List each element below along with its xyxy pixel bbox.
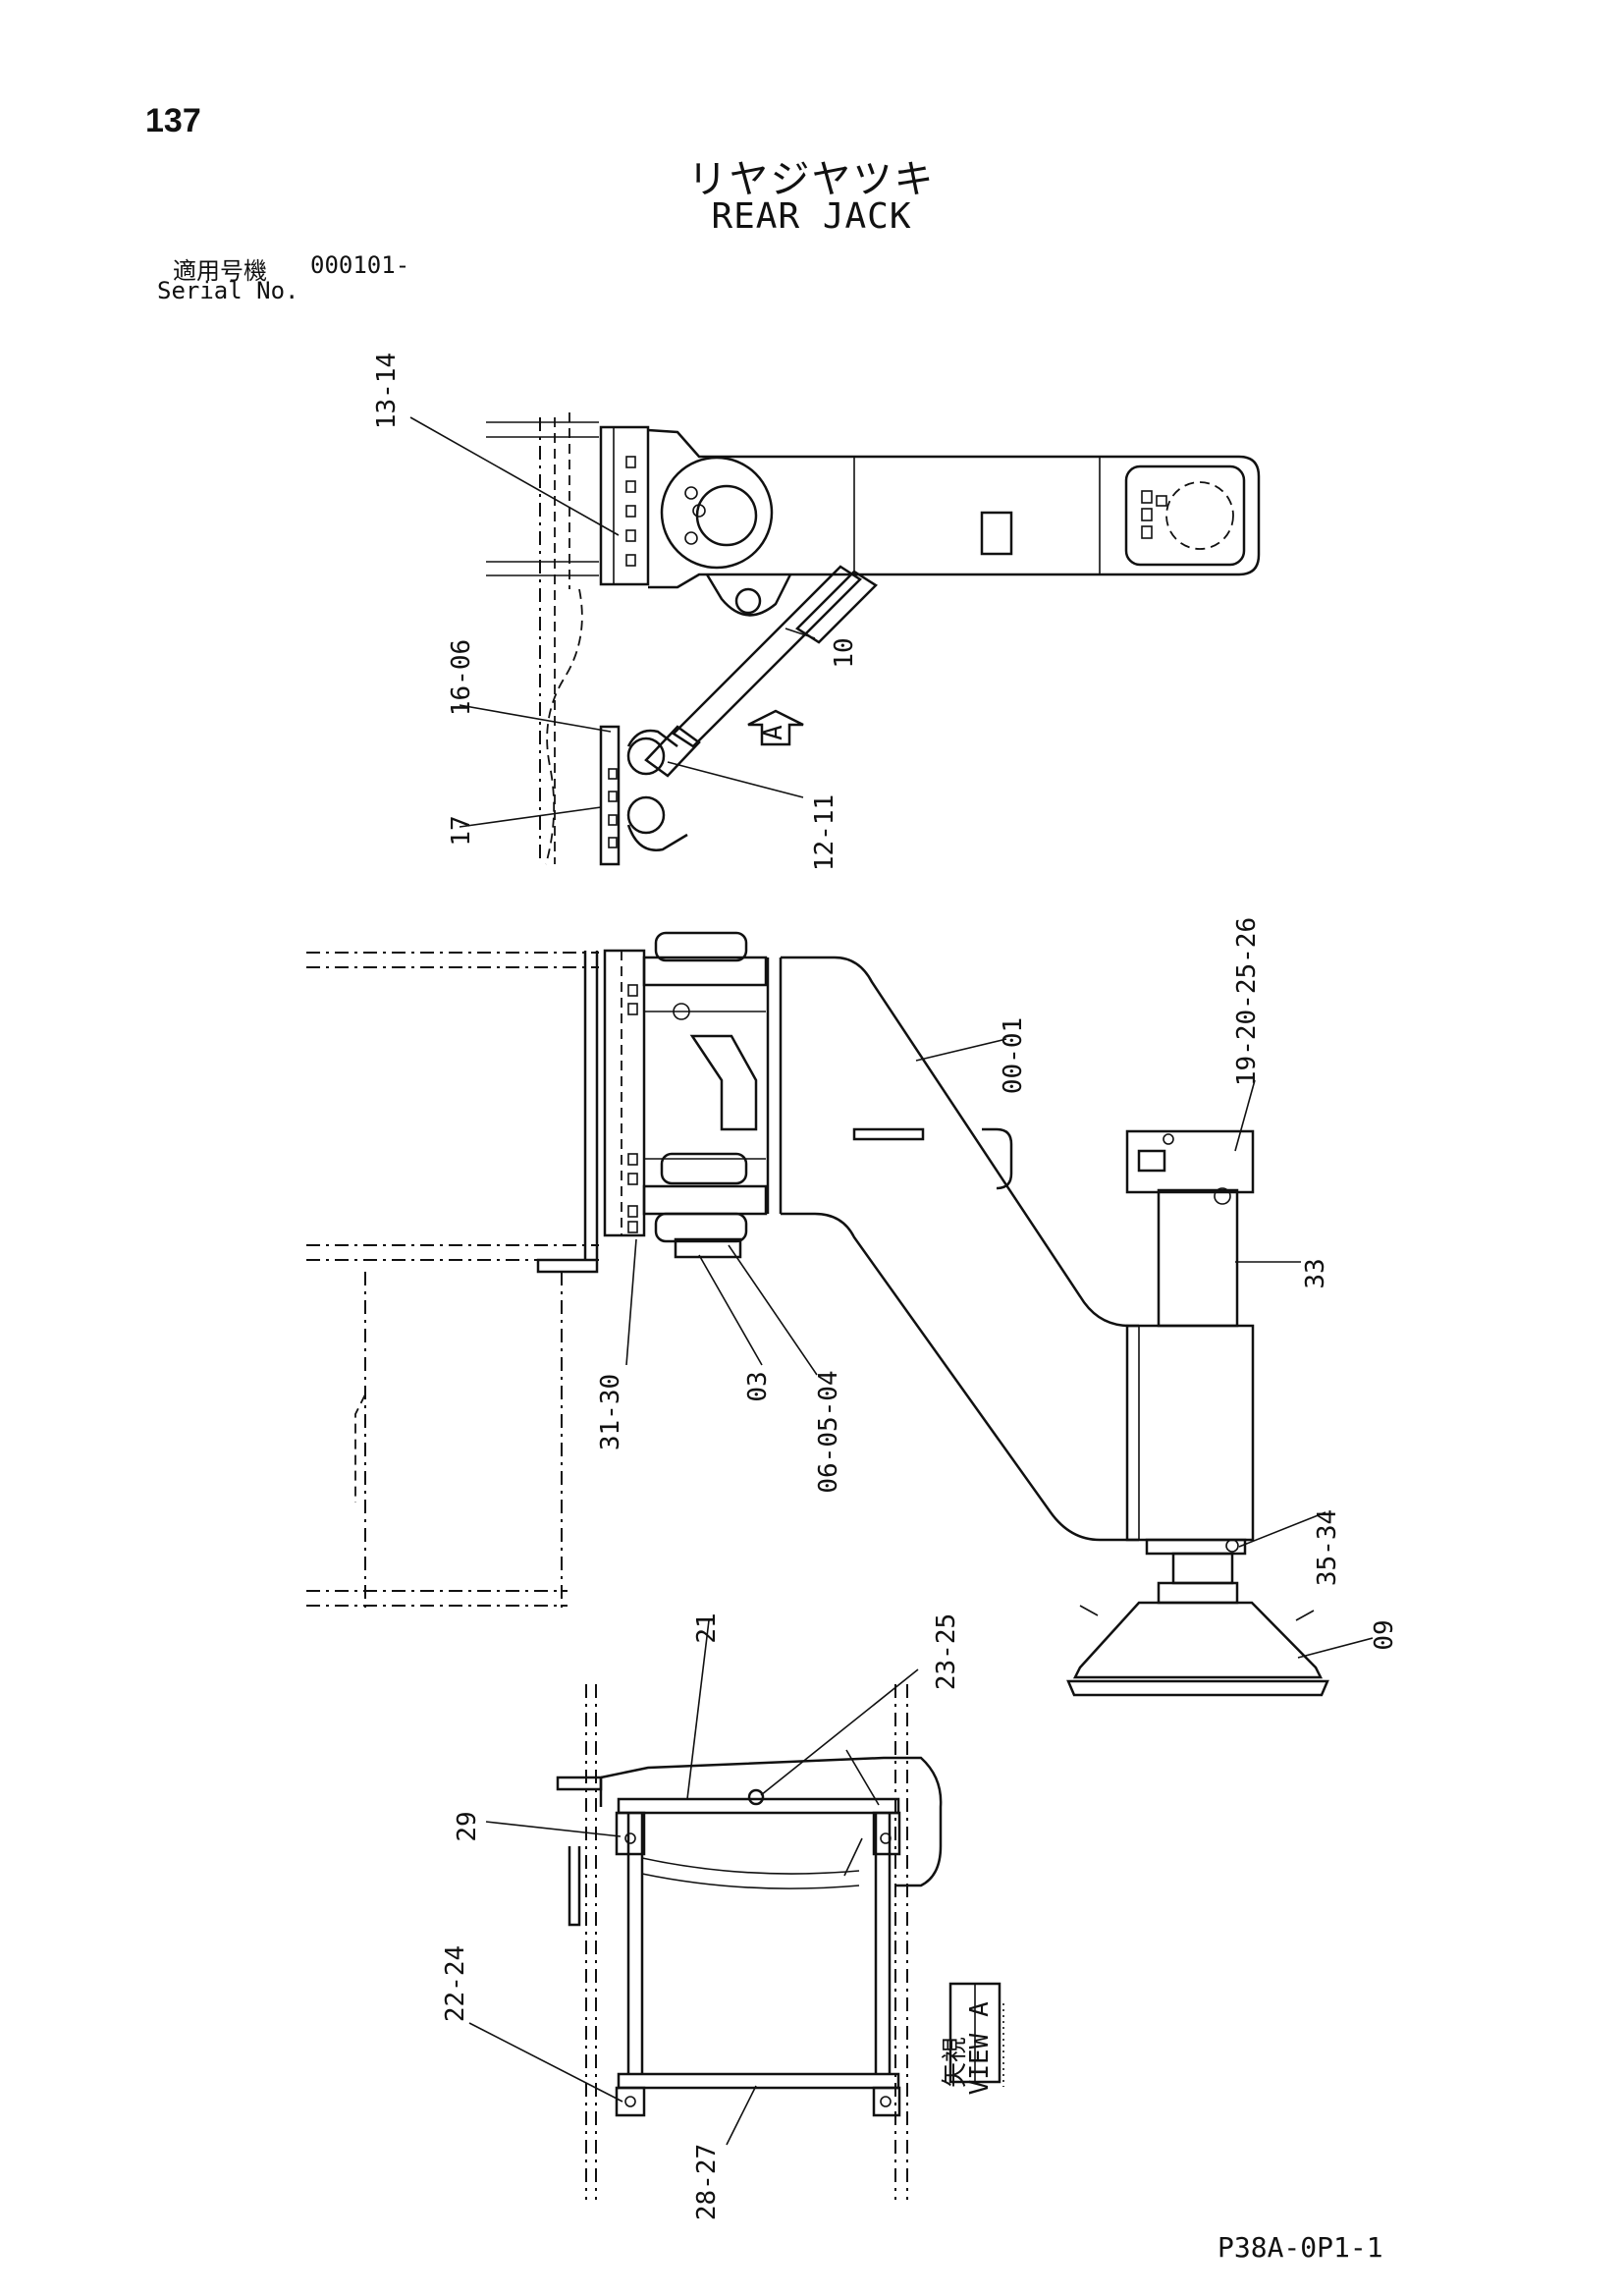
part-label-31-30: 31-30	[596, 1374, 625, 1450]
part-label-22-24: 22-24	[441, 1945, 470, 2022]
view-a-box: 矢視 VIEW A	[941, 1982, 1004, 2095]
part-label-29: 29	[453, 1811, 482, 1841]
top-view-assembly: A 13-14 10 16-06 17 12-11	[372, 353, 1261, 871]
part-label-06-05-04: 06-05-04	[814, 1370, 843, 1493]
part-label-00-01: 00-01	[999, 1017, 1028, 1094]
serial-label-english: Serial No.	[157, 277, 299, 304]
part-label-10: 10	[830, 637, 859, 668]
view-arrow-letter: A	[759, 725, 788, 740]
view-box-japanese: 矢視	[941, 2037, 970, 2088]
page-number: 137	[145, 102, 201, 139]
view-arrow-icon: A	[747, 709, 804, 746]
part-label-12-11: 12-11	[810, 794, 839, 871]
part-label-28-27: 28-27	[692, 2144, 722, 2220]
part-label-23-25: 23-25	[932, 1613, 961, 1690]
part-label-13-14: 13-14	[372, 353, 402, 429]
view-box-english: VIEW	[965, 2033, 995, 2095]
part-label-33: 33	[1301, 1258, 1330, 1288]
part-label-16-06: 16-06	[447, 639, 476, 716]
serial-label-japanese: 適用号機	[173, 257, 267, 285]
part-label-35-34: 35-34	[1313, 1509, 1342, 1586]
title-japanese: リヤジヤツキ	[687, 157, 936, 202]
view-box-letter: A	[965, 2001, 995, 2017]
part-label-09: 09	[1370, 1619, 1399, 1650]
part-label-03: 03	[743, 1371, 773, 1401]
part-label-19-20-25-26: 19-20-25-26	[1232, 917, 1262, 1086]
drawing-code: P38A-0P1-1	[1217, 2231, 1383, 2264]
view-a-assembly: 21 23-25 29 22-24 28-27 矢視 VIEW A	[441, 1613, 1004, 2220]
part-label-17: 17	[447, 815, 476, 846]
title-english: REAR JACK	[711, 196, 912, 237]
serial-value: 000101-	[310, 251, 410, 279]
part-label-21: 21	[692, 1613, 722, 1643]
side-view-assembly: 19-20-25-26 00-01 33 31-30 03 06-05-04 3…	[306, 917, 1399, 1697]
